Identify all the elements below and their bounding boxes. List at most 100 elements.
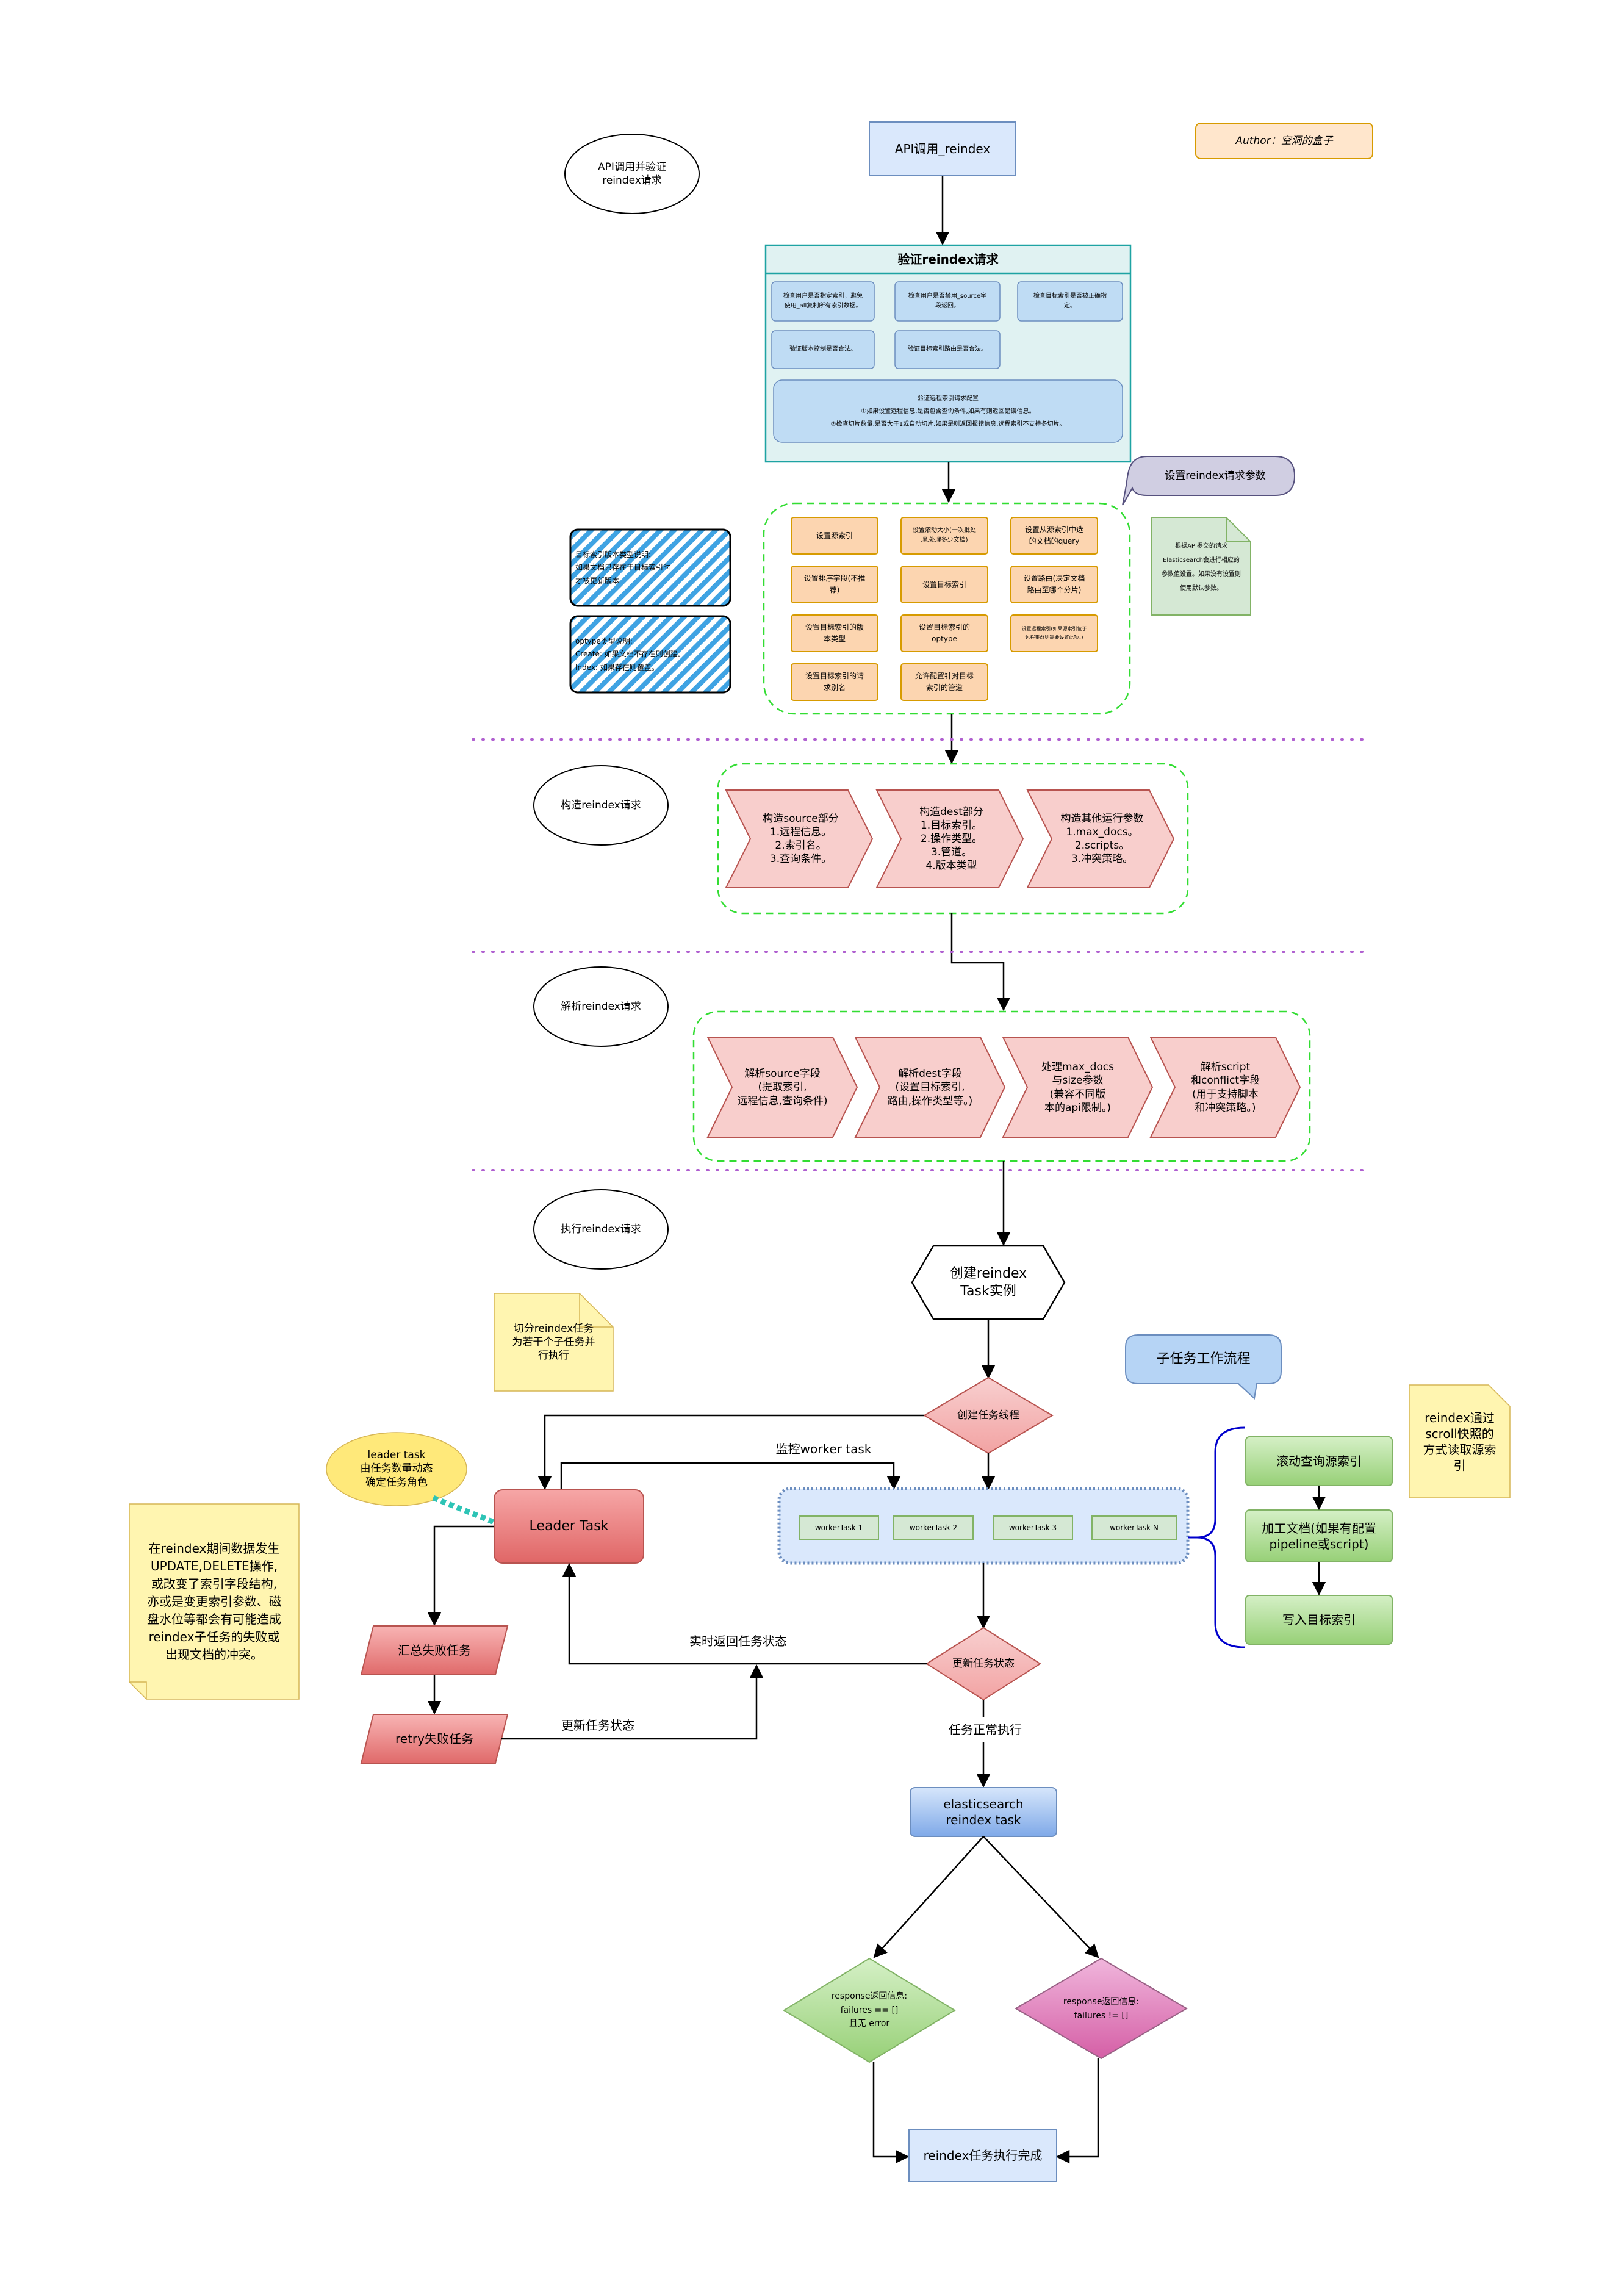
edge-monitor <box>560 1462 901 1490</box>
build-chevron <box>725 789 874 888</box>
parse-chevron <box>1002 1037 1154 1138</box>
param-label-10: 允许配置针对目标 索引的管道 <box>914 672 974 692</box>
es-task-label: elasticsearch reindex task <box>943 1797 1024 1827</box>
worker-label-2: workerTask 3 <box>1008 1523 1057 1532</box>
build-container <box>717 763 1189 915</box>
update-state-label: 更新任务状态 <box>952 1658 1015 1670</box>
param-box <box>900 566 988 603</box>
param-label-3: 设置排序字段(不推 荐) <box>803 574 866 594</box>
hatch-note-optype <box>569 615 731 694</box>
summarize-failed-label: 汇总失败任务 <box>398 1643 471 1658</box>
remote-check-label: 验证远程索引请求配置 ①如果设置远程信息,是否包含查询条件,如果有则返回错误信息… <box>830 395 1066 428</box>
subtask-callout-label: 子任务工作流程 <box>1156 1351 1251 1367</box>
parse-chevron <box>706 1037 858 1138</box>
worker-box <box>993 1515 1073 1540</box>
check-box-4 <box>894 330 1001 369</box>
retry-failed-label: retry失败任务 <box>395 1731 473 1746</box>
check-label-2: 检查目标索引是否被正确指 定。 <box>1033 293 1107 309</box>
cloud-build <box>533 765 669 846</box>
failure-note <box>129 1503 300 1700</box>
subtask-brace <box>1196 1426 1245 1648</box>
check-box-3 <box>771 330 875 369</box>
param-box <box>791 517 878 555</box>
parse-step-2: 处理max_docs 与size参数 (兼容不同版 本的api限制。) <box>1041 1061 1114 1114</box>
edge-build-parse <box>950 913 1011 1012</box>
check-label-1: 检查用户是否禁用_source字 段返回。 <box>908 293 987 309</box>
author-box <box>1195 123 1373 159</box>
normal-label: 任务正常执行 <box>921 1717 1049 1742</box>
param-label-4: 设置目标索引 <box>922 580 966 589</box>
edge-thread-leader <box>537 1414 924 1490</box>
worker-label-1: workerTask 2 <box>909 1523 958 1532</box>
fail-diamond <box>1015 1957 1188 2060</box>
remote-check-box <box>773 379 1123 443</box>
check-box-0 <box>771 281 875 322</box>
parse-step-3: 解析script 和conflict字段 (用于支持脚本 和冲突策略。) <box>1191 1061 1260 1114</box>
split-note <box>494 1293 614 1392</box>
update-state-edge-label: 更新任务状态 <box>561 1718 634 1733</box>
worker-box <box>799 1515 879 1540</box>
param-label-7: 设置目标索引的 optype <box>918 623 970 643</box>
build-chevrons <box>725 789 1175 888</box>
params-callout-label: 设置reindex请求参数 <box>1165 469 1266 482</box>
cloud-execute <box>533 1189 669 1270</box>
hatch-note-version-label: 目标索引版本类型说明: 如果文档只存在于目标索引时 才被更新版本 <box>575 550 671 585</box>
parse-step-1: 解析dest字段 (设置目标索引, 路由,操作类型等。) <box>887 1068 973 1107</box>
param-box <box>900 663 988 701</box>
worker-box <box>893 1515 974 1540</box>
worker-label-3: workerTask N <box>1110 1523 1159 1532</box>
success-diamond-label: response返回信息: failures == [] 且无 error <box>831 1991 908 2029</box>
leader-task-label: Leader Task <box>529 1518 609 1534</box>
worker-label-0: workerTask 1 <box>814 1523 863 1532</box>
api-node-label: API调用_reindex <box>894 142 991 156</box>
build-step-1: 构造dest部分 1.目标索引。 2.操作类型。 3.管道。 4.版本类型 <box>919 805 983 872</box>
edge-leader-summarize <box>427 1525 494 1627</box>
subtask-step-0: 滚动查询源索引 <box>1276 1454 1362 1469</box>
param-box <box>791 663 878 701</box>
hatch-note-version <box>569 528 731 607</box>
parse-step-0: 解析source字段 (提取索引, 远程信息,查询条件) <box>737 1068 828 1107</box>
parse-chevron <box>854 1037 1006 1138</box>
check-box-2 <box>1017 281 1123 322</box>
edge-es-fail <box>983 1836 1099 1958</box>
param-label-0: 设置源索引 <box>816 531 853 540</box>
split-note-label: 切分reindex任务 为若干个子任务并 行执行 <box>512 1322 595 1362</box>
done-label: reindex任务执行完成 <box>923 2148 1043 2163</box>
subtask-callout <box>1125 1334 1282 1400</box>
worker-box <box>1091 1515 1177 1540</box>
check-label-4: 验证目标索引路由是否合法。 <box>908 346 987 353</box>
params-callout <box>1122 456 1296 506</box>
subtask-step-2: 写入目标索引 <box>1282 1612 1356 1627</box>
cloud-build-label: 构造reindex请求 <box>561 799 641 811</box>
edge-realtime-leader <box>562 1562 927 1665</box>
check-box-1 <box>894 281 1001 322</box>
build-step-0: 构造source部分 1.远程信息。 2.索引名。 3.查询条件。 <box>763 812 839 866</box>
param-box <box>1010 517 1098 555</box>
cloud-api-call <box>564 134 700 214</box>
parse-chevrons <box>706 1037 1301 1138</box>
scroll-note-label: reindex通过 scroll快照的 方式读取源索 引 <box>1423 1410 1496 1473</box>
param-box <box>1010 566 1098 603</box>
build-step-2: 构造其他运行参数 1.max_docs。 2.scripts。 3.冲突策略。 <box>1060 812 1144 866</box>
cloud-api-call-label: API调用并验证 reindex请求 <box>598 160 666 187</box>
param-box <box>1010 614 1098 652</box>
build-chevron <box>875 789 1024 888</box>
parse-container <box>692 1010 1311 1162</box>
edge-retry-update <box>501 1664 764 1740</box>
edge-fail-done <box>1055 2058 1099 2164</box>
leader-link <box>432 1495 495 1525</box>
param-box <box>900 614 988 652</box>
fail-diamond-label: response返回信息: failures != [] <box>1063 1997 1140 2021</box>
params-note-label: 根据API提交的请求 Elasticsearch会进行相应的 参数值设置。如果没… <box>1162 543 1241 592</box>
author-label: Author：空洞的盒子 <box>1235 134 1333 147</box>
success-diamond <box>783 1957 956 2063</box>
param-label-9: 设置目标索引的请 求别名 <box>805 672 864 692</box>
create-thread-label: 创建任务线程 <box>957 1409 1019 1422</box>
realtime-label: 实时返回任务状态 <box>689 1634 787 1648</box>
cloud-leader-label: leader task 由任务数量动态 确定任务角色 <box>360 1449 433 1489</box>
check-label-0: 检查用户是否指定索引，避免 使用_all复制所有索引数据。 <box>783 293 863 309</box>
param-box <box>791 614 878 652</box>
param-label-8: 设置远程索引(如果源索引位于 远程集群则需要设置此项。) <box>1021 625 1087 640</box>
